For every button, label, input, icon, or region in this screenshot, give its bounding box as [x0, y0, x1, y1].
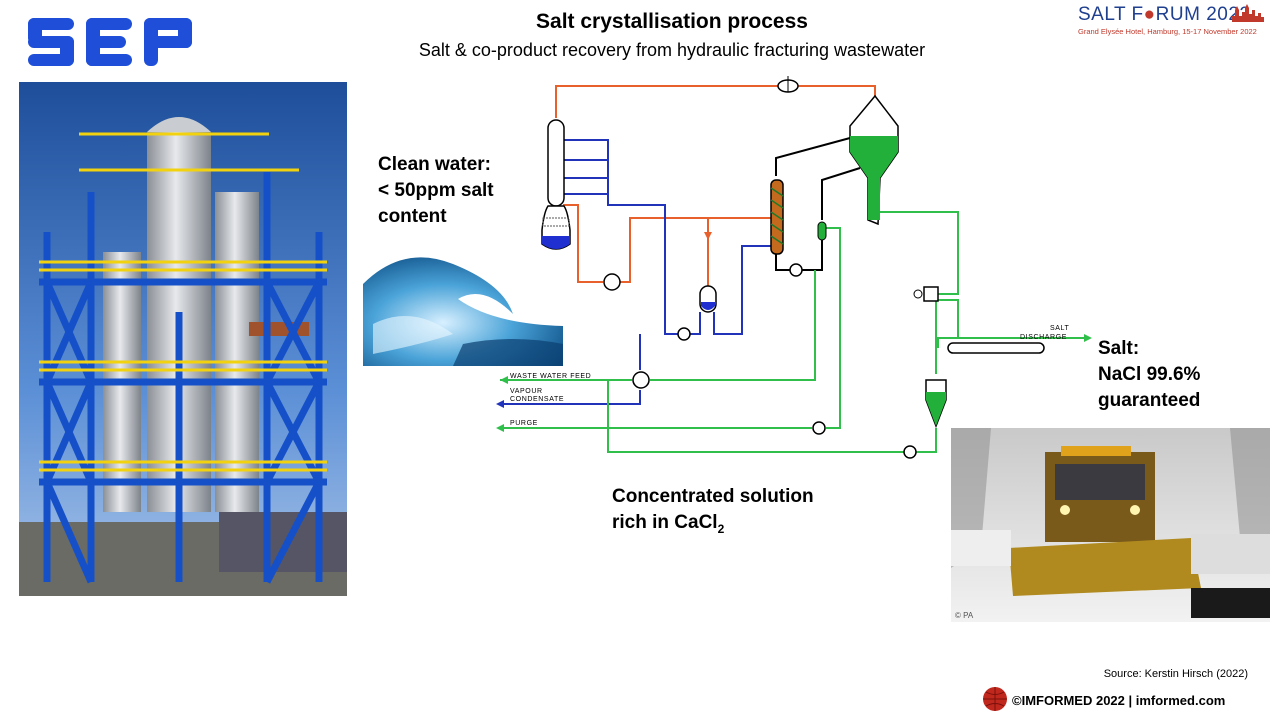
salt-forum-logo: SALT F●RUM 2022 Grand Elysée Hotel, Hamb… [1078, 4, 1268, 40]
vapour-label: VAPOUR [510, 388, 543, 395]
salt-callout: Salt: NaCl 99.6% guaranteed [1098, 338, 1201, 411]
imformed-globe-icon [983, 687, 1007, 711]
wave-photo [363, 244, 563, 366]
waste-water-feed-label: WASTE WATER FEED [510, 373, 591, 380]
photo-credit: © PA [955, 611, 974, 620]
page-subtitle: Salt & co-product recovery from hydrauli… [418, 40, 926, 60]
sep-logo [28, 18, 192, 66]
city-skyline-icon [1232, 4, 1264, 22]
clean-water-callout: Clean water: < 50ppm salt content [378, 154, 494, 227]
snow-plough-photo: © PA [951, 428, 1270, 622]
plant-photo [19, 82, 347, 596]
salt-label: SALT [1050, 325, 1070, 332]
source-note: Source: Kerstin Hirsch (2022) [1103, 668, 1248, 680]
discharge-label: DISCHARGE [1020, 334, 1067, 341]
condensate-label: CONDENSATE [510, 396, 564, 403]
page-title: Salt crystallisation process [536, 10, 808, 33]
purge-label: PURGE [510, 420, 538, 427]
concentrated-solution-callout: Concentrated solution rich in CaCl2 [612, 486, 814, 536]
